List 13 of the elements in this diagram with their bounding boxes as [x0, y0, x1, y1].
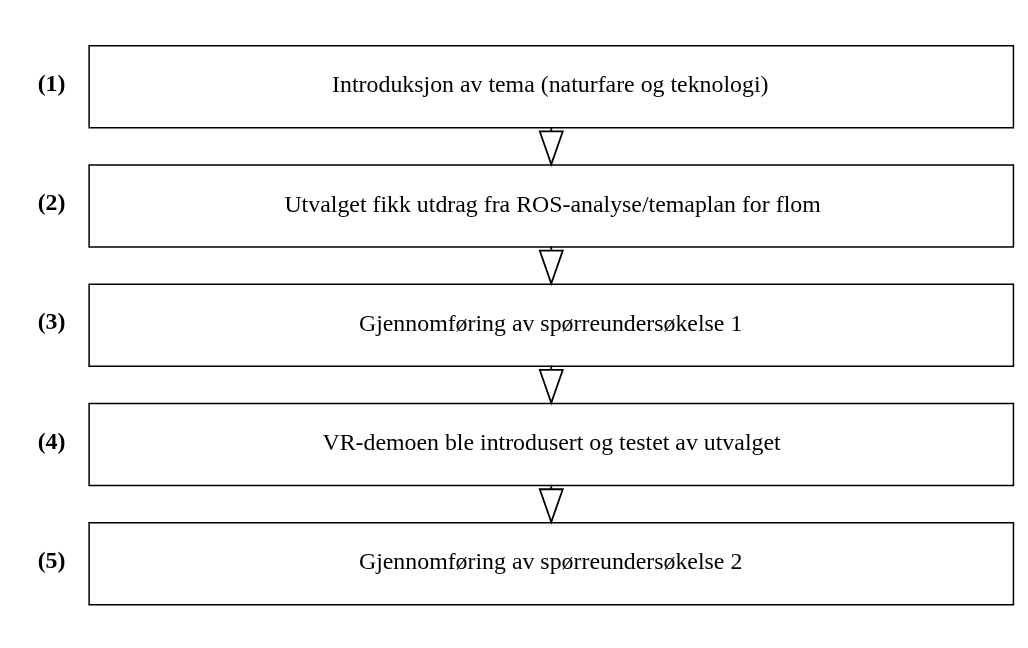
arrow [538, 244, 564, 286]
node-box: Gjennomføring av spørreundersøkelse 1 [88, 283, 1015, 367]
node-box: Gjennomføring av spørreundersøkelse 2 [88, 521, 1015, 606]
arrow [538, 364, 564, 405]
node-label: (4) [37, 427, 66, 454]
node-label: (1) [37, 69, 66, 96]
node-box: Utvalget fikk utdrag fra ROS-analyse/temaplan for flom [88, 163, 1015, 248]
arrow [538, 125, 564, 167]
node-label: (3) [37, 307, 66, 334]
node-label: (2) [37, 188, 66, 215]
node-label: (5) [37, 546, 66, 573]
node-box: Introduksjon av tema (naturfare og teknologi) [88, 44, 1015, 128]
node-box: VR-demoen ble introdusert og testet av utvalget [88, 402, 1015, 486]
